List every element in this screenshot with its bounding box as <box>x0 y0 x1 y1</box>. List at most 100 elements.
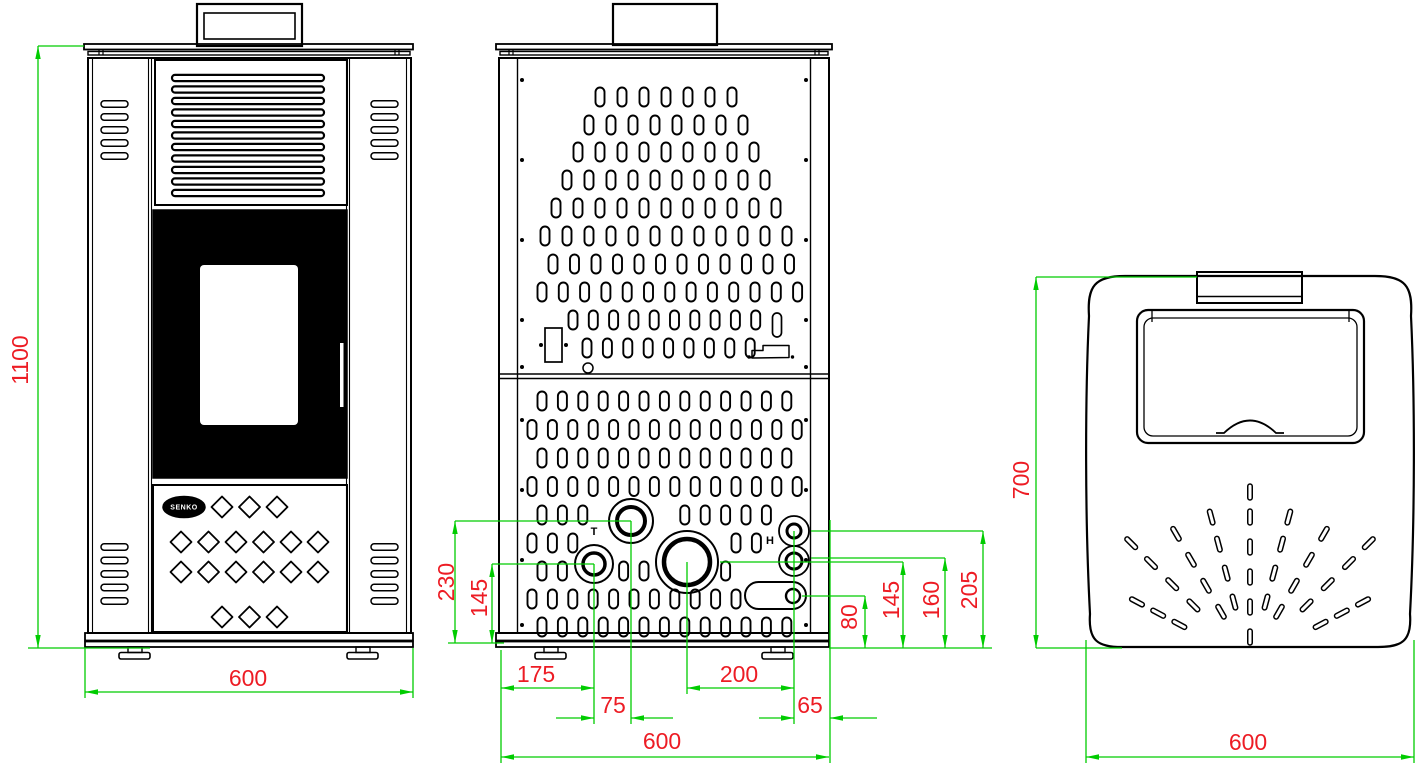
vent-row <box>720 447 732 469</box>
louver-slats <box>170 188 326 198</box>
air-grille-frame <box>154 59 348 206</box>
side-vent-left-lower <box>100 597 129 605</box>
vent-row <box>720 390 732 412</box>
diamond-perforation <box>169 560 193 584</box>
vent-row <box>726 141 738 163</box>
foot <box>346 651 379 660</box>
vent-row <box>760 390 772 412</box>
vent-row <box>608 476 620 497</box>
vent-row <box>616 141 628 163</box>
dim-arrow <box>980 531 986 544</box>
vent-row <box>628 419 640 440</box>
side-vent-left-upper <box>100 100 129 108</box>
vent-row <box>682 141 694 163</box>
top-plate <box>83 43 414 51</box>
top-view <box>1085 271 1415 649</box>
screws <box>520 365 524 369</box>
dim-rear-flue-height: 145 <box>720 561 906 648</box>
top-plate <box>495 43 833 51</box>
side-vent-right-upper <box>370 100 399 108</box>
vent-row <box>737 169 749 191</box>
screws <box>520 158 524 162</box>
vent-row <box>740 390 752 412</box>
vent-row <box>682 86 694 108</box>
vent-row <box>628 476 640 497</box>
vent-row <box>710 588 722 610</box>
fan-dash <box>1206 508 1216 526</box>
door-handle <box>340 343 344 407</box>
dim-value: 145 <box>466 579 492 617</box>
dim-arrow <box>489 630 495 643</box>
dim-arrow <box>501 685 514 691</box>
vent-row <box>669 476 681 497</box>
door-window <box>200 265 298 425</box>
dim-rear-upper-h-height: 205 <box>811 530 992 649</box>
vent-row <box>726 197 738 219</box>
vent-row <box>561 169 573 191</box>
fan-dash <box>1150 607 1167 619</box>
dim-rear-width: 600 <box>501 728 829 760</box>
vent-row <box>703 337 715 359</box>
louver-slats <box>170 165 326 175</box>
diamond-perforation <box>306 530 330 554</box>
screws <box>520 558 524 562</box>
vent-row <box>658 390 670 412</box>
dim-arrow <box>942 558 948 571</box>
screws <box>804 558 808 562</box>
base-plate <box>495 632 830 642</box>
screws <box>804 318 808 322</box>
dim-arrow <box>781 685 794 691</box>
vent-row <box>572 141 584 163</box>
vent-row <box>660 197 672 219</box>
louver-slats <box>170 119 326 129</box>
vent-row <box>627 225 639 247</box>
fan-dash <box>1213 535 1223 553</box>
vent-row <box>567 309 579 331</box>
screws <box>520 623 524 627</box>
dim-arrow <box>581 715 594 721</box>
vent-row <box>648 476 660 497</box>
vent-row <box>649 114 661 136</box>
dim-rear-t-port-height: 145 <box>466 563 594 643</box>
louver-slats <box>170 85 326 94</box>
vent-row <box>587 419 599 440</box>
diamond-perforation <box>169 530 193 554</box>
vent-row <box>791 476 803 497</box>
side-vent-right-upper <box>370 139 399 147</box>
vent-row <box>737 225 749 247</box>
side-vent-right-lower <box>370 597 399 605</box>
dim-arrow <box>900 562 906 575</box>
vent-row <box>671 225 683 247</box>
dim-front-width: 600 <box>84 648 414 698</box>
fan-dash <box>1186 598 1201 613</box>
vent-row <box>577 390 589 412</box>
fan-dash <box>1303 551 1315 568</box>
foot <box>534 651 567 660</box>
dim-rear-gland-height: 80 <box>802 595 868 648</box>
vent-row <box>627 169 639 191</box>
fan-dash <box>1124 536 1139 551</box>
vent-row <box>601 337 613 359</box>
diamond-perforation <box>265 495 289 519</box>
vent-row <box>618 447 630 469</box>
vent-row <box>749 281 761 303</box>
vent-row <box>683 337 695 359</box>
louver-slats <box>170 177 326 186</box>
dim-value: 145 <box>878 581 904 619</box>
vent-row <box>547 253 559 275</box>
vent-row <box>655 253 666 275</box>
dim-arrow <box>501 754 514 760</box>
side-vent-left-lower <box>100 583 129 592</box>
vent-row <box>689 476 701 497</box>
t-port-label: T <box>591 526 598 538</box>
vent-row <box>633 253 645 275</box>
fan-dash <box>1247 598 1253 616</box>
vent-row <box>693 225 705 247</box>
vent-row <box>649 169 661 191</box>
screw-dot <box>790 355 795 359</box>
dim-value: 700 <box>1008 461 1034 499</box>
dim-arrow <box>581 685 594 691</box>
diamond-perforation <box>210 605 234 629</box>
fan-dash <box>1354 596 1372 608</box>
dim-top-width: 600 <box>1085 640 1415 763</box>
